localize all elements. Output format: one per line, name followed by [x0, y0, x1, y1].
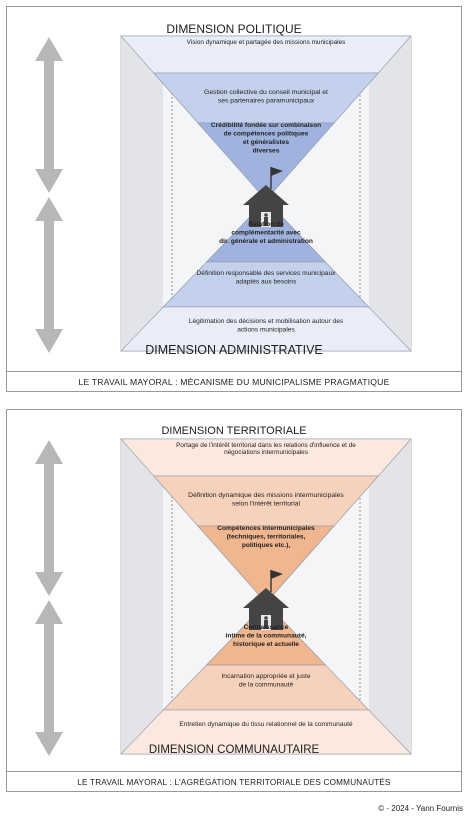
level-5-line-2: de la communauté [239, 682, 294, 689]
double-arrow-lower [35, 600, 63, 756]
level-2-line-1: Gestion collective du conseil municipal … [204, 89, 328, 96]
level-2-line-2: ses partenaires paramunicipaux [218, 98, 315, 105]
level-1-line-2: négociations intermunicipales [224, 449, 308, 456]
dimension-politique-title: DIMENSION POLITIQUE [166, 22, 302, 36]
level-4-line-2: complémentarité avec [231, 230, 301, 237]
level-6-line-1: Entretien dynamique du tissu relationnel… [179, 721, 353, 728]
level-5-line-1: Définition responsable des services muni… [197, 270, 337, 277]
caption-divider [7, 771, 461, 772]
dimension-administrative-title: DIMENSION ADMINISTRATIVE [145, 343, 323, 357]
house-icon [243, 570, 289, 630]
diagram-agregation: Portage de l'intérêt territorial dans le… [35, 438, 412, 756]
person-body [264, 620, 268, 629]
caption-bottom: LE TRAVAIL MAYORAL : L'AGRÉGATION TERRIT… [77, 778, 391, 787]
level-4-line-1: Relation de [248, 221, 284, 228]
caption-divider [7, 371, 461, 372]
house-icon [243, 167, 289, 227]
level-2-line-1: Définition dynamique des missions interm… [188, 492, 344, 499]
double-arrow-upper [35, 37, 63, 193]
person-body [264, 217, 268, 226]
level-3-line-3: et généralistes [243, 139, 290, 146]
level-4-line-3: dir. générale et administration [219, 238, 313, 245]
upper-band-3 [197, 122, 335, 201]
flag-icon [271, 167, 283, 176]
dimension-communautaire-title: DIMENSION COMMUNAUTAIRE [148, 744, 320, 756]
person-head [264, 213, 268, 217]
level-3-line-3: politiques etc.), [242, 542, 291, 549]
house-roof [243, 588, 289, 608]
double-arrow-upper [35, 440, 63, 596]
level-3-line-1: Compétences intermunicipales [217, 525, 315, 532]
level-1-line-1: Vision dynamique et partagée des mission… [187, 39, 346, 46]
left-side-band [121, 36, 163, 351]
level-5-line-1: Incarnation appropriée et juste [221, 673, 310, 680]
level-5-line-2: adaptés aux besoins [236, 279, 297, 286]
level-6-line-2: actions municipales [237, 327, 295, 334]
level-3-line-2: de compétences politiques [224, 131, 309, 138]
panel-municipalisme: DIMENSION POLITIQUE Vision dynamique et … [6, 6, 462, 392]
level-4-line-1: Connaissance [244, 624, 289, 631]
caption-top: LE TRAVAIL MAYORAL : MÉCANISME DU MUNICI… [78, 377, 390, 387]
level-4-line-3: historique et actuelle [233, 641, 299, 648]
level-3-line-4: diverses [253, 148, 280, 155]
right-side-band [369, 439, 411, 754]
flag-icon [271, 570, 283, 579]
diagram-municipalisme: Vision dynamique et partagée des mission… [35, 35, 412, 353]
double-arrow-lower [35, 197, 63, 353]
copyright: © - 2024 - Yann Fournis [378, 804, 463, 813]
level-4-line-2: intime de la communauté, [226, 633, 307, 640]
level-2-line-2: selon l'intérêt territorial [232, 501, 301, 508]
lower-band-3 [120, 306, 412, 352]
panel-agregation: DIMENSION TERRITORIALE Portage de l'inté… [6, 409, 462, 792]
level-1-line-1: Portage de l'intérêt territorial dans le… [176, 442, 356, 449]
upper-band-3 [197, 525, 335, 604]
left-side-band [121, 439, 163, 754]
dimension-territoriale-title: DIMENSION TERRITORIALE [161, 425, 307, 437]
person-head [264, 616, 268, 620]
house-roof [243, 185, 289, 205]
right-side-band [369, 36, 411, 351]
level-3-line-1: Crédibilité fondée sur combinaison [211, 122, 321, 129]
level-6-line-1: Légitimation des décisions et mobilisati… [189, 318, 344, 325]
level-3-line-2: (techniques, territoriales, [227, 534, 306, 541]
lower-band-3 [120, 709, 412, 755]
